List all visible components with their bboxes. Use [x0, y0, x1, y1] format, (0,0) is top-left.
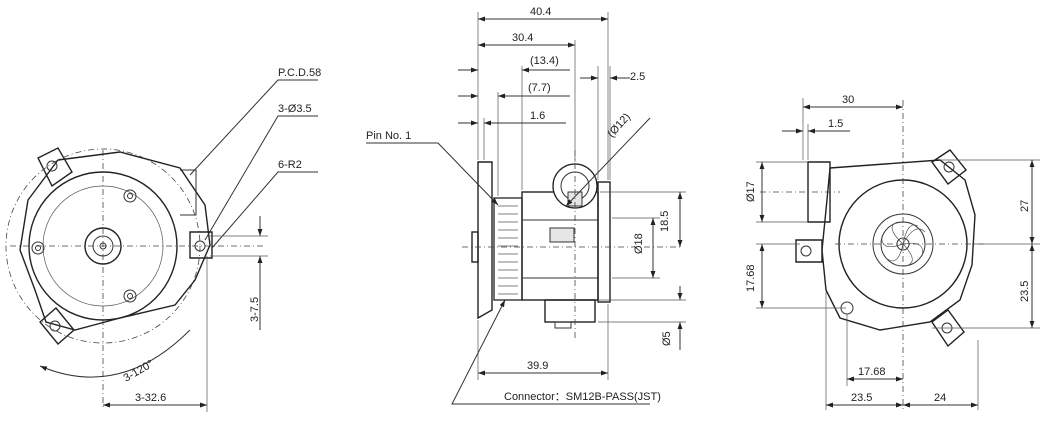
rear-dim-30-label: 30: [842, 94, 854, 106]
rear-dim-d17-label: Ø17: [745, 181, 757, 202]
front-dim-bottom-label: 3-32.6: [135, 392, 166, 404]
front-screw-2-core: [127, 293, 133, 299]
front-screw-1-core: [127, 193, 133, 199]
rear-housing-outline: [821, 159, 976, 331]
rear-dim-17-68-v-label: 17.68: [745, 264, 757, 292]
side-dim-40-4-label: 40.4: [530, 6, 551, 18]
side-body-slot: [549, 227, 575, 243]
side-dim-30-4-label: 30.4: [512, 32, 533, 44]
rear-ear-bottom: [931, 309, 965, 348]
side-shaft-stub: [554, 321, 572, 329]
side-dim-13-4-label: (13.4): [530, 55, 559, 67]
side-dim-2-5-label: 2.5: [630, 71, 645, 83]
front-screw-1: [123, 189, 137, 203]
side-dim-18-5-label: 18.5: [659, 211, 671, 232]
rear-fan-blades: [881, 221, 926, 267]
rear-ear-left-hole: [800, 245, 812, 257]
front-ear-top: [37, 147, 73, 188]
side-d12-label: (Ø12): [605, 111, 633, 140]
rear-dim-23-5-h-label: 23.5: [851, 392, 872, 404]
side-dim-7-7-label: (7.7): [528, 82, 551, 94]
rear-view: 30 1.5 Ø17 17.68 27 23.5 17.68 23.5 24: [745, 94, 1040, 410]
front-angle-label: 3-120°: [122, 358, 156, 385]
side-dim-1-6-label: 1.6: [530, 110, 545, 122]
front-ear-right: [189, 231, 213, 259]
front-holes-label: 3-Ø3.5: [278, 103, 312, 115]
front-screw-3-core: [35, 245, 41, 251]
rear-intake-tube: [807, 161, 831, 223]
side-connector-leader: [451, 299, 650, 405]
rear-dim-23-5-v-label: 23.5: [1019, 281, 1031, 302]
rear-ear-top: [931, 149, 967, 185]
side-bracket-plate: [477, 161, 493, 320]
front-radius-leader: [211, 171, 318, 249]
front-dim-v-label: 3-7.5: [249, 297, 261, 322]
side-pin-label: Pin No. 1: [366, 130, 411, 142]
front-pcd-leader: [189, 79, 318, 176]
rear-dim-17-68-h-label: 17.68: [858, 366, 886, 378]
front-holes-leader: [204, 115, 318, 241]
side-right-flange: [597, 181, 611, 303]
side-dim-39-9-label: 39.9: [527, 360, 548, 372]
front-angle-arc: [39, 329, 191, 378]
front-ear-bottom: [39, 306, 75, 346]
side-motor-body: [521, 191, 599, 301]
front-bracket-outline: [19, 151, 211, 331]
side-view: 40.4 30.4 (13.4) 2.5 (7.7) 1.6 Pin No. 1…: [366, 6, 686, 405]
rear-dim-27-label: 27: [1019, 200, 1031, 212]
side-connector-pins: [498, 205, 518, 295]
front-ear-bottom-hole: [49, 320, 61, 332]
rear-ear-top-hole: [943, 161, 955, 173]
rear-ear-left: [795, 239, 823, 263]
side-dim-d5-label: Ø5: [661, 331, 673, 346]
front-pcd-circle: [5, 148, 201, 344]
side-dim-d18-label: Ø18: [633, 233, 645, 254]
rear-dim-1-5-label: 1.5: [828, 118, 843, 130]
front-screw-2: [123, 289, 137, 303]
side-connector: [493, 197, 523, 301]
front-ear-top-hole: [46, 160, 58, 172]
front-screw-3: [31, 241, 45, 255]
side-connector-label: Connector：SM12B-PASS(JST): [504, 391, 661, 403]
front-mount-block: [180, 169, 197, 216]
front-radius-label: 6-R2: [278, 159, 302, 171]
side-pin-leader: [366, 142, 499, 206]
side-lower-body: [544, 299, 596, 323]
side-d12-leader: [565, 117, 651, 207]
front-pcd-label: P.C.D.58: [278, 67, 321, 79]
rear-dim-24-label: 24: [934, 392, 946, 404]
front-view: P.C.D.58 3-Ø3.5 6-R2 3-7.5 3-120° 3-32.6: [5, 67, 321, 412]
